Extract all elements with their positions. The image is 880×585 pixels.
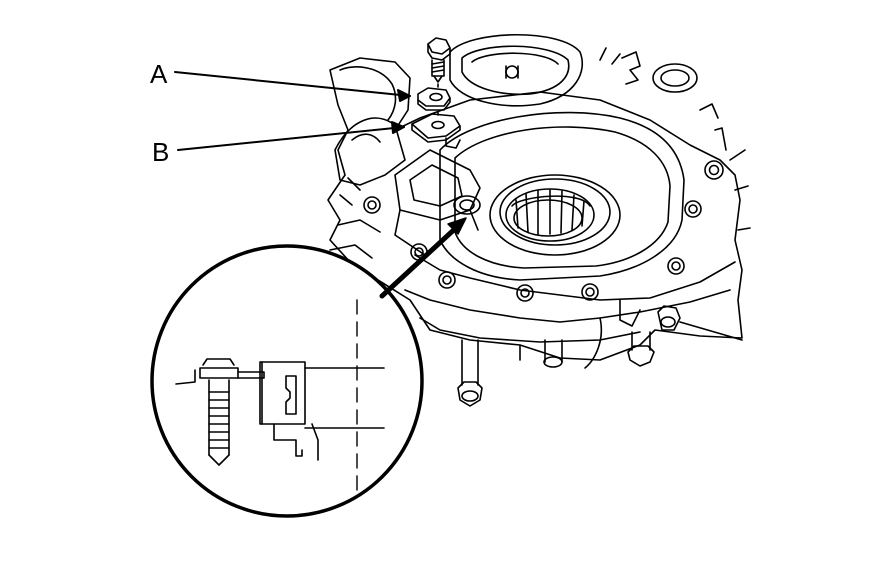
leader-line-b bbox=[178, 122, 404, 150]
clip-mounting-hole bbox=[454, 196, 480, 214]
flange-bolt bbox=[428, 38, 450, 90]
transmission-housing bbox=[328, 35, 750, 360]
roller-bearing bbox=[490, 175, 620, 255]
clip-b bbox=[412, 114, 460, 148]
callout-label-b: B bbox=[152, 137, 170, 167]
callout-label-a: A bbox=[150, 59, 168, 89]
lower-bolts bbox=[458, 300, 742, 406]
leader-line-a bbox=[175, 72, 410, 101]
detail-magnifier bbox=[152, 246, 422, 516]
detail-pointer-arrow bbox=[382, 218, 466, 296]
